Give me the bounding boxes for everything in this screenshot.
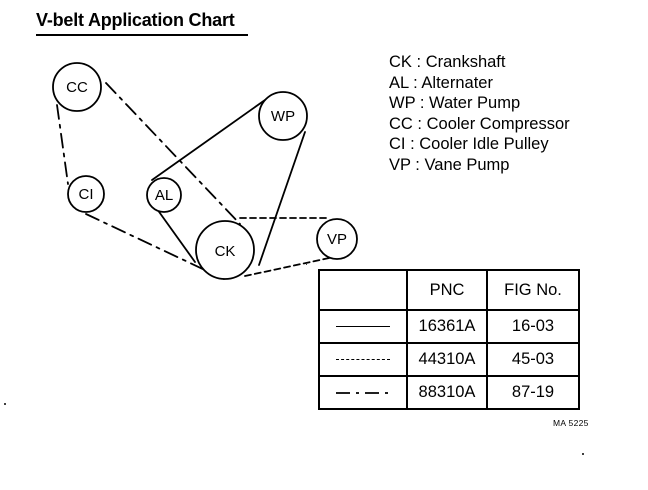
figure-reference: MA 5225 [553,418,589,428]
belt-dashdot-ci-ck [85,213,225,280]
pulley-ck [195,220,255,280]
belt-dashed-ck-vp-bottom [244,253,349,277]
header-line-style [318,269,408,311]
table-row: 44310A 45-03 [318,342,580,377]
pulley-label-ci: CI [79,186,94,203]
table-row: 88310A 87-19 [318,375,580,410]
legend-item-al: AL : Alternater [389,73,493,92]
table-row: 16361A 16-03 [318,309,580,344]
line-sample-dash-dot [318,375,408,410]
pulley-label-wp: WP [271,108,295,125]
legend-item-vp: VP : Vane Pump [389,155,510,174]
header-fig-no: FIG No. [486,269,580,311]
belt-solid-wp-ck [258,131,306,266]
pnc-cell: 88310A [406,375,488,410]
pulley-label-ck: CK [215,243,236,260]
pulley-label-vp: VP [327,231,347,248]
belt-dashdot-cc-ck [105,82,241,225]
legend-item-ci: CI : Cooler Idle Pulley [389,135,549,153]
pnc-cell: 16361A [406,309,488,344]
pulley-label-al: AL [155,187,173,204]
pulley-label-cc: CC [66,79,88,96]
line-sample-dashed [318,342,408,377]
pulley-ci [67,175,105,213]
belt-solid-al-wp [151,99,266,181]
fig-cell: 87-19 [486,375,580,410]
scan-speck [4,403,6,405]
pnc-cell: 44310A [406,342,488,377]
fig-cell: 16-03 [486,309,580,344]
scan-speck [306,264,307,265]
legend-item-ck: CK : Crankshaft [389,53,506,71]
fig-cell: 45-03 [486,342,580,377]
chart-title: V-belt Application Chart [36,9,248,36]
pulley-al [146,177,182,213]
pulley-cc [52,62,102,112]
legend-item-wp: WP : Water Pump [389,94,521,112]
header-pnc: PNC [406,269,488,311]
abbreviation-legend: CK : Crankshaft AL : Alternater WP : Wat… [389,52,570,175]
line-sample-solid [318,309,408,344]
pulley-wp [258,91,308,141]
table-header-row: PNC FIG No. [318,269,580,311]
belt-spec-table: PNC FIG No. 16361A 16-03 44310A 45-03 88… [318,269,580,410]
scan-speck [582,453,584,455]
belt-dashdot-cc-ci [56,104,69,185]
legend-item-cc: CC : Cooler Compressor [389,114,570,133]
pulley-vp [316,218,358,260]
